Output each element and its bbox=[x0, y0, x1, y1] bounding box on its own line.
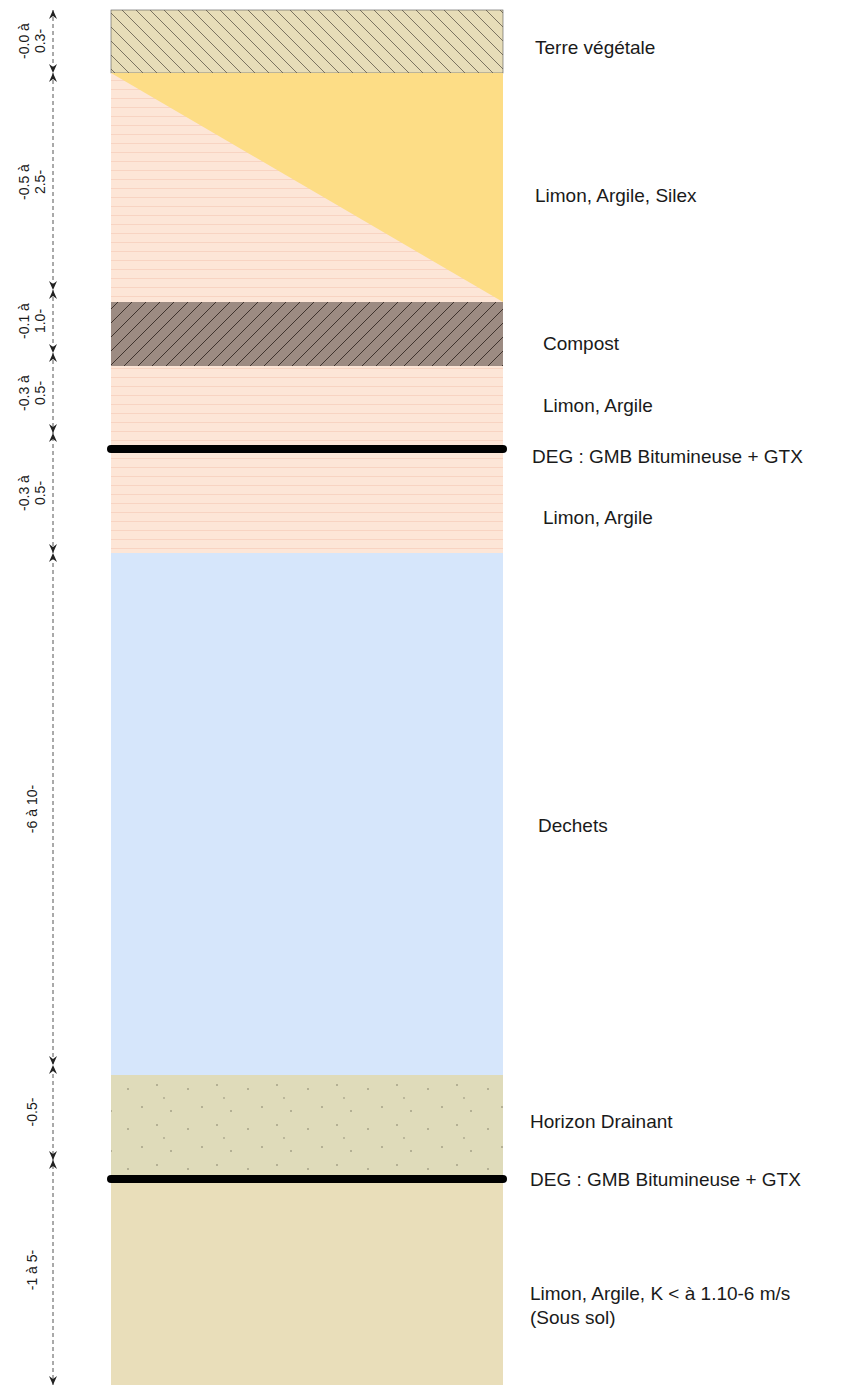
layer-label: Limon, Argile, Silex bbox=[535, 184, 697, 208]
layer-label: DEG : GMB Bitumineuse + GTX bbox=[532, 445, 803, 469]
flint-wedge bbox=[111, 73, 503, 302]
arrow-head bbox=[49, 1056, 57, 1065]
compost-layer bbox=[111, 302, 503, 366]
layer-label: Limon, Argile, K < à 1.10-6 m/s (Sous so… bbox=[530, 1282, 842, 1330]
arrow-head bbox=[49, 290, 57, 299]
arrow-head bbox=[49, 433, 57, 442]
arrow-head bbox=[49, 1151, 57, 1160]
arrow-head bbox=[49, 64, 57, 73]
geomembrane-line bbox=[111, 1175, 503, 1183]
arrow-head bbox=[49, 544, 57, 553]
layer-label: Horizon Drainant bbox=[530, 1110, 673, 1134]
dimension-label: -0.3 à 0.5- bbox=[16, 467, 48, 519]
dimension-label: -6 à 10- bbox=[24, 739, 40, 879]
arrow-head bbox=[49, 424, 57, 433]
drainage-layer bbox=[111, 1075, 503, 1180]
arrow-head bbox=[49, 1160, 57, 1169]
dimension-label: -0.3 à 0.5- bbox=[16, 367, 48, 419]
silt-clay-flint-layer bbox=[111, 73, 503, 302]
arrow-head bbox=[49, 1376, 57, 1385]
layer-label: Compost bbox=[543, 332, 619, 356]
geomembrane-line bbox=[111, 445, 503, 453]
layer-label: Limon, Argile bbox=[543, 394, 653, 418]
layer-label: DEG : GMB Bitumineuse + GTX bbox=[530, 1168, 801, 1192]
dimension-line bbox=[53, 10, 54, 1385]
layer-label: Dechets bbox=[538, 814, 608, 838]
arrow-head bbox=[49, 353, 57, 362]
arrow-head bbox=[49, 73, 57, 82]
arrow-head bbox=[49, 553, 57, 562]
arrow-head bbox=[49, 10, 57, 19]
arrow-head bbox=[49, 281, 57, 290]
dimension-label: -1 à 5- bbox=[24, 1200, 40, 1340]
dimension-label: -0.0 à 0.3- bbox=[16, 15, 48, 67]
arrow-head bbox=[49, 1065, 57, 1074]
dimension-label: -0.5 à 2.5- bbox=[16, 156, 48, 208]
dimension-label: -0.1 à 1.0- bbox=[16, 295, 48, 347]
dimension-label: -0.5- bbox=[24, 1082, 40, 1142]
arrow-head bbox=[49, 344, 57, 353]
subsoil-layer bbox=[111, 1180, 503, 1385]
layer-label: Terre végétale bbox=[535, 36, 655, 60]
silt-clay-layer bbox=[111, 366, 503, 553]
topsoil-layer bbox=[111, 10, 503, 73]
dimension-arrows bbox=[49, 10, 57, 1385]
waste-layer bbox=[111, 553, 503, 1075]
layer-label: Limon, Argile bbox=[543, 506, 653, 530]
